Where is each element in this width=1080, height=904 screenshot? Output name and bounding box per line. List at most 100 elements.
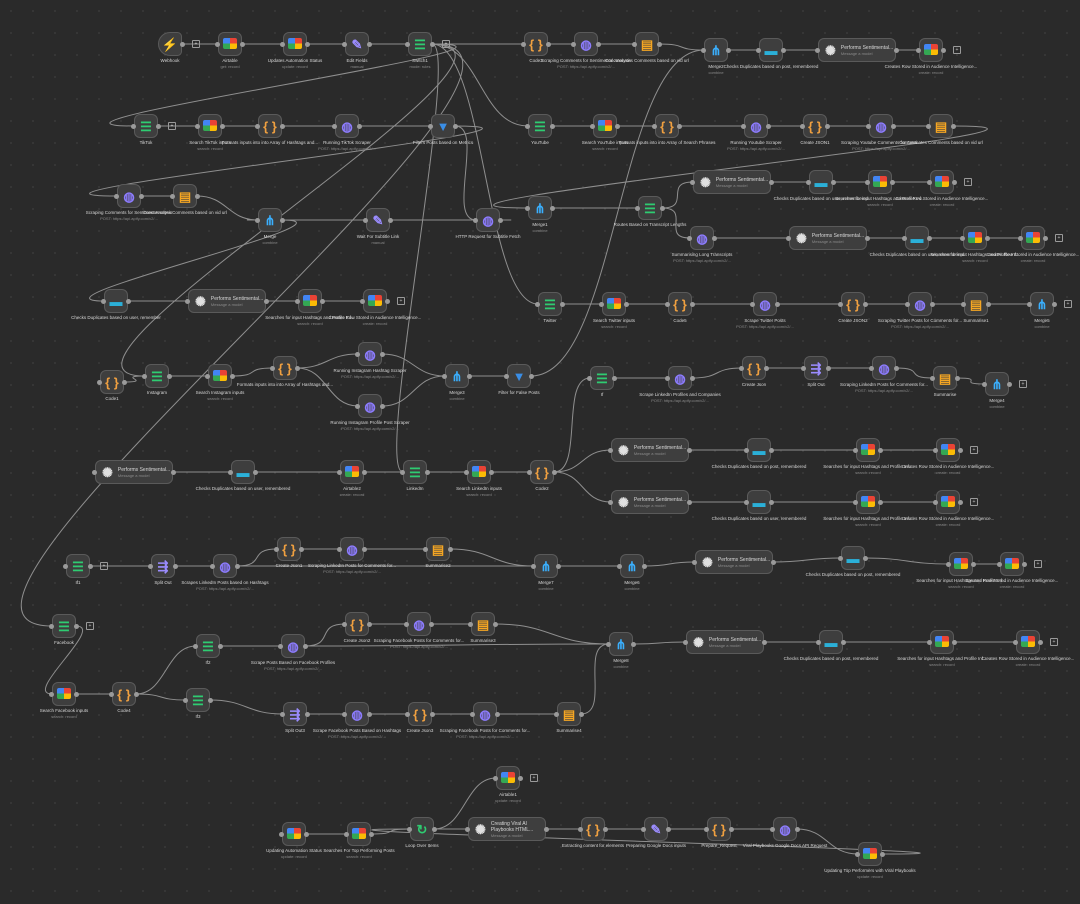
input-port[interactable] <box>270 365 275 371</box>
input-port[interactable] <box>853 447 858 453</box>
node-tw-inputs[interactable] <box>602 292 626 316</box>
input-port[interactable] <box>407 826 412 832</box>
input-port[interactable] <box>815 47 820 53</box>
output-port[interactable] <box>986 301 991 307</box>
node-ig-profile[interactable]: ◍ <box>358 394 382 418</box>
node-yt-search2[interactable] <box>963 226 987 250</box>
input-port[interactable] <box>280 711 285 717</box>
node-fb-comm1[interactable]: ◍ <box>407 612 431 636</box>
output-port[interactable] <box>642 563 647 569</box>
add-node-button[interactable]: + <box>1034 560 1042 568</box>
node-tt-dedup[interactable]: ▬ <box>104 289 128 313</box>
output-port[interactable] <box>677 123 682 129</box>
node-viral-docs[interactable]: ◍ <box>773 817 797 841</box>
node-fb-summ[interactable]: ▤ <box>471 612 495 636</box>
output-port[interactable] <box>134 691 139 697</box>
output-port[interactable] <box>775 301 780 307</box>
output-port[interactable] <box>1007 381 1012 387</box>
node-split2[interactable]: ⇶ <box>151 554 175 578</box>
add-node-button[interactable]: + <box>100 562 108 570</box>
output-port[interactable] <box>208 697 213 703</box>
input-port[interactable] <box>997 561 1002 567</box>
output-port[interactable] <box>769 499 774 505</box>
node-extract-elems[interactable]: { } <box>581 817 605 841</box>
node-ig-inputs[interactable] <box>208 364 232 388</box>
output-port[interactable] <box>518 775 523 781</box>
add-node-button[interactable]: + <box>442 40 450 48</box>
output-port[interactable] <box>615 123 620 129</box>
node-merge6[interactable]: ⋔ <box>620 554 644 578</box>
node-fb-dedup[interactable]: ▬ <box>819 630 843 654</box>
node-fb-comm2[interactable]: ◍ <box>473 702 497 726</box>
node-tw-code[interactable]: { } <box>668 292 692 316</box>
input-port[interactable] <box>183 697 188 703</box>
output-port[interactable] <box>385 298 390 304</box>
output-port[interactable] <box>240 41 245 47</box>
input-port[interactable] <box>930 375 935 381</box>
node-merge8[interactable]: ⋔ <box>609 632 633 656</box>
output-port[interactable] <box>687 499 692 505</box>
node-ig-merge[interactable]: ⋔ <box>445 364 469 388</box>
input-port[interactable] <box>63 563 68 569</box>
add-node-button[interactable]: + <box>168 122 176 130</box>
input-port[interactable] <box>405 711 410 717</box>
input-port[interactable] <box>652 123 657 129</box>
output-port[interactable] <box>218 643 223 649</box>
output-port[interactable] <box>388 217 393 223</box>
node-ig-filter[interactable]: ▼ <box>507 364 531 388</box>
input-port[interactable] <box>865 179 870 185</box>
input-port[interactable] <box>756 47 761 53</box>
input-port[interactable] <box>1013 639 1018 645</box>
input-port[interactable] <box>853 499 858 505</box>
node-li-ai2[interactable]: ✺Performs Sentimental...Message a model <box>611 490 689 514</box>
node-tt-search-in[interactable] <box>298 289 322 313</box>
node-yt-ai1[interactable]: ✺Performs Sentimental...Message a model <box>693 170 771 194</box>
input-port[interactable] <box>255 217 260 223</box>
input-port[interactable] <box>97 379 102 385</box>
output-port[interactable] <box>985 235 990 241</box>
node-tw-scraper[interactable]: ◍ <box>753 292 777 316</box>
output-port[interactable] <box>320 298 325 304</box>
output-port[interactable] <box>556 563 561 569</box>
node-fb-inputs[interactable] <box>52 682 76 706</box>
input-port[interactable] <box>468 621 473 627</box>
add-node-button[interactable]: + <box>1050 638 1058 646</box>
output-port[interactable] <box>171 469 176 475</box>
node-fb-summ4[interactable]: ▤ <box>557 702 581 726</box>
node-dedup-top[interactable]: ▬ <box>759 38 783 62</box>
node-merge1[interactable]: ⋔ <box>528 196 552 220</box>
input-port[interactable] <box>49 623 54 629</box>
node-yt-create2[interactable] <box>1021 226 1045 250</box>
input-port[interactable] <box>744 499 749 505</box>
node-yt-dedup2[interactable]: ▬ <box>905 226 929 250</box>
node-fb-json2[interactable]: { } <box>345 612 369 636</box>
output-port[interactable] <box>74 623 79 629</box>
node-li-prof[interactable]: ◍ <box>668 366 692 390</box>
node-tt-format[interactable]: { } <box>258 114 282 138</box>
output-port[interactable] <box>952 639 957 645</box>
output-port[interactable] <box>894 365 899 371</box>
input-port[interactable] <box>473 217 478 223</box>
output-port[interactable] <box>1038 639 1043 645</box>
output-port[interactable] <box>612 375 617 381</box>
node-linkedin[interactable]: ☰ <box>403 460 427 484</box>
output-port[interactable] <box>880 851 885 857</box>
node-ai-top[interactable]: ✺Performs Sentimental...Message a model <box>818 38 896 62</box>
input-port[interactable] <box>400 469 405 475</box>
node-yt-search1[interactable] <box>868 170 892 194</box>
input-port[interactable] <box>933 499 938 505</box>
input-port[interactable] <box>982 381 987 387</box>
node-airtable[interactable] <box>218 32 242 56</box>
add-node-button[interactable]: + <box>86 622 94 630</box>
input-port[interactable] <box>933 447 938 453</box>
output-port[interactable] <box>552 469 557 475</box>
output-port[interactable] <box>253 469 258 475</box>
node-yt-json[interactable]: { } <box>803 114 827 138</box>
input-port[interactable] <box>866 123 871 129</box>
output-port[interactable] <box>498 217 503 223</box>
input-port[interactable] <box>295 298 300 304</box>
node-upd-top[interactable] <box>858 842 882 866</box>
output-port[interactable] <box>467 373 472 379</box>
node-ig-format[interactable]: { } <box>273 356 297 380</box>
output-port[interactable] <box>305 41 310 47</box>
